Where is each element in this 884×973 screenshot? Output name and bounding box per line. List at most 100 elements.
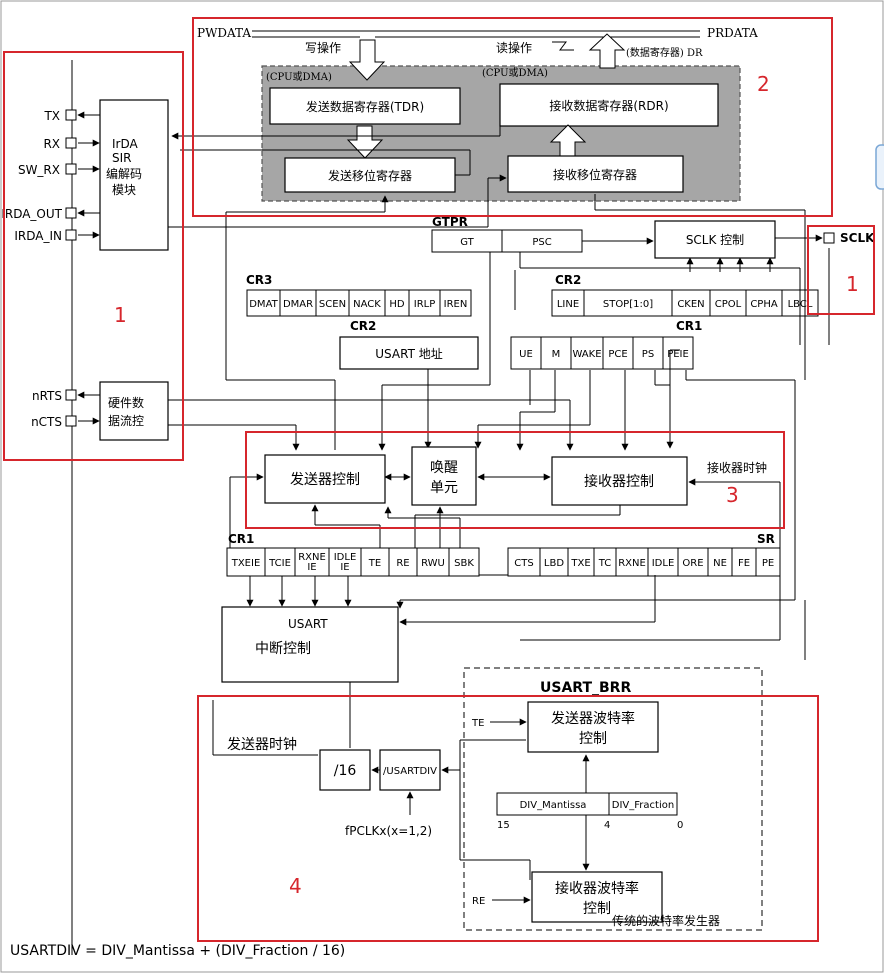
cr3-bit-label: NACK: [353, 299, 381, 310]
bit-15-label: 15: [497, 820, 510, 831]
annotation-region-4: [197, 695, 819, 942]
sclk-pin-label: SCLK: [840, 231, 875, 245]
cr1bot-cell: [388, 547, 418, 577]
irda-label-3: 编解码: [106, 166, 142, 181]
cr2top-cell: [671, 289, 711, 317]
tx-baud-label-2: 控制: [579, 731, 607, 747]
cr2top-bit-label: CPHA: [750, 299, 778, 310]
sw-rx-pin-label: SW_RX: [18, 163, 60, 177]
cr3-bit-label: IREN: [444, 299, 468, 310]
tx-pin: [65, 109, 77, 121]
cr3-cell: [384, 289, 410, 317]
cr2-addr-title: CR2: [350, 319, 376, 333]
cr3-cell: [315, 289, 350, 317]
cr2top-bit-label: CKEN: [677, 299, 704, 310]
sr-cell: [731, 547, 757, 577]
annotation-region-3: [245, 431, 785, 529]
cr1bot-bit-label: TXEIE: [231, 558, 261, 569]
cr1bot-bit-label: SBK: [454, 558, 474, 569]
cr3-bit-label: DMAR: [283, 299, 313, 310]
tx-shift-label: 发送移位寄存器: [328, 168, 412, 183]
irda-in-pin-label: IRDA_IN: [14, 229, 62, 243]
irda-label-4: 模块: [112, 183, 136, 197]
pin-group: TX RX SW_RX IRDA_OUT IRDA_IN nRTS nCTS: [1, 109, 77, 429]
legacy-generator-label: 传统的波特率发生器: [612, 913, 720, 928]
sr-bit-label: IDLE: [652, 558, 675, 569]
sr-bit-label: NE: [713, 558, 727, 569]
annotation-region-1-right: [807, 225, 875, 315]
irda-out-pin-label: IRDA_OUT: [1, 207, 62, 221]
tx-pin-label: TX: [43, 109, 60, 123]
sr-bit-label: FE: [738, 558, 750, 569]
cr3-bit-label: SCEN: [319, 299, 346, 310]
irda-label-1: IrDA: [112, 137, 139, 151]
bit-4-label: 4: [604, 820, 610, 831]
ncts-pin: [65, 415, 77, 427]
rx-baud-control-block: [531, 871, 663, 923]
scroll-tab-edge[interactable]: [875, 144, 884, 190]
annotation-region-2: [192, 17, 833, 217]
usart-address-label: USART 地址: [375, 347, 442, 361]
cr3-bit-label: IRLP: [414, 299, 436, 310]
cr2top-cell: [709, 289, 747, 317]
cr1-top-title: CR1: [676, 319, 702, 333]
fpclk-label: fPCLKx(x=1,2): [345, 824, 432, 838]
cr1top-bit-label: PS: [642, 349, 654, 360]
wakeup-label-2: 单元: [430, 480, 458, 496]
tdr-label: 发送数据寄存器(TDR): [306, 99, 424, 114]
cr1-bottom-title: CR1: [228, 532, 254, 546]
tdr-to-shift-arrow: [346, 125, 384, 159]
sclk-control-block: [654, 220, 776, 259]
write-op-label: 写操作: [305, 40, 341, 55]
cr3-bit-label: DMAT: [249, 299, 278, 310]
rx-baud-label-1: 接收器波特率: [555, 880, 639, 897]
cr1bot-bit-label: IE: [340, 562, 349, 573]
sclk-control-label: SCLK 控制: [686, 233, 744, 247]
rx-pin-label: RX: [43, 137, 60, 151]
rdr-label: 接收数据寄存器(RDR): [549, 98, 668, 113]
cr3-title: CR3: [246, 273, 272, 287]
cr1top-cell: [602, 336, 634, 370]
flow-ctrl-label-2: 据流控: [108, 414, 144, 428]
sr-title: SR: [757, 532, 775, 546]
tx-control-label: 发送器控制: [290, 472, 360, 488]
cr1bot-bit-label: RXNE: [298, 552, 326, 563]
irda-sir-block: [99, 99, 169, 251]
sr-cell: [567, 547, 595, 577]
wakeup-unit-block: [411, 446, 477, 506]
cr1top-bit-label: M: [552, 349, 561, 360]
rx-pin: [65, 137, 77, 149]
cr1bot-bit-label: IE: [307, 562, 316, 573]
cpu-dma-right-label: (CPU或DMA): [482, 67, 548, 79]
rx-clock-label: 接收器时钟: [707, 460, 767, 475]
tx-clock-label: 发送器时钟: [227, 736, 297, 753]
sr-bit-label: PE: [762, 558, 774, 569]
bus-lines: PWDATA PRDATA: [197, 26, 758, 40]
interrupt-label-2: 中断控制: [255, 641, 311, 657]
cr2top-cell: [583, 289, 673, 317]
sr-cell: [539, 547, 569, 577]
cr1bot-cell: [264, 547, 296, 577]
shift-to-rdr-arrow: [549, 124, 587, 157]
read-op-arrow: [588, 33, 626, 69]
sw-rx-pin: [65, 163, 77, 175]
cr1top-cell: [662, 336, 694, 370]
cr1bot-bit-label: TE: [368, 558, 381, 569]
cr1bot-cell: [416, 547, 450, 577]
sr-bit-label: RXNE: [618, 558, 646, 569]
rx-baud-label-2: 控制: [583, 901, 611, 917]
data-reg-label: (数据寄存器) DR: [626, 46, 703, 59]
cr1bot-bit-label: IDLE: [334, 552, 357, 563]
usartdiv-formula: USARTDIV = DIV_Mantissa + (DIV_Fraction …: [10, 943, 345, 959]
cpu-dma-left-label: (CPU或DMA): [266, 71, 332, 83]
sr-cell: [615, 547, 649, 577]
tx-shift-register: [284, 157, 456, 193]
cr1top-bit-label: PCE: [608, 349, 627, 360]
div-fraction-cell: [608, 792, 678, 816]
brr-title: USART_BRR: [540, 680, 631, 696]
